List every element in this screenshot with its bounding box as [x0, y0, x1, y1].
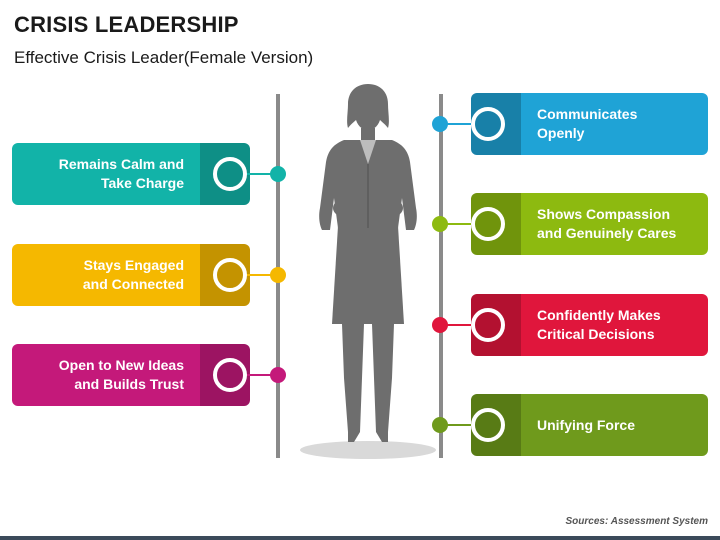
connector-dot: [432, 116, 448, 132]
trait-label-line2: Openly: [537, 125, 585, 141]
female-leader-silhouette-icon: [300, 84, 436, 459]
trait-label-line2: and Genuinely Cares: [537, 225, 677, 241]
trait-card-body: Stays Engaged and Connected: [12, 244, 200, 306]
trait-card-body: Shows Compassion and Genuinely Cares: [521, 193, 708, 255]
trait-card-compassion: Shows Compassion and Genuinely Cares: [430, 193, 720, 255]
connector-dot: [270, 367, 286, 383]
ring-icon: [213, 258, 247, 292]
connector-dot: [270, 166, 286, 182]
trait-label-line2: and Connected: [82, 276, 184, 292]
ring-icon: [213, 157, 247, 191]
connector-line: [444, 324, 486, 326]
trait-label-line1: Unifying Force: [537, 416, 636, 433]
page-title: CRISIS LEADERSHIP: [14, 12, 239, 37]
source-note: Sources: Assessment System: [565, 516, 708, 527]
trait-label-line2: and Builds Trust: [74, 376, 184, 392]
trait-card-engaged: Stays Engaged and Connected: [0, 244, 290, 306]
footer-bar: [0, 536, 720, 540]
connector-line: [444, 424, 486, 426]
trait-card-open-ideas: Open to New Ideas and Builds Trust: [0, 344, 290, 406]
connector-dot: [432, 317, 448, 333]
page-subtitle: Effective Crisis Leader(Female Version): [14, 48, 314, 67]
connector-line: [444, 123, 486, 125]
trait-card-body: Unifying Force: [521, 394, 708, 456]
connector-dot: [270, 267, 286, 283]
ring-icon: [213, 358, 247, 392]
ring-icon: [471, 408, 505, 442]
connector-line: [247, 374, 279, 376]
trait-label-line1: Open to New Ideas: [58, 357, 184, 373]
ring-icon: [471, 308, 505, 342]
connector-line: [247, 274, 279, 276]
trait-label-line1: Communicates: [537, 106, 638, 122]
connector-line: [247, 173, 279, 175]
trait-label-line2: Critical Decisions: [537, 326, 655, 342]
trait-label-line1: Shows Compassion: [537, 206, 671, 222]
trait-label-line2: Take Charge: [101, 175, 184, 191]
trait-label-line1: Remains Calm and: [58, 156, 184, 172]
trait-label-line1: Stays Engaged: [83, 257, 184, 273]
connector-dot: [432, 417, 448, 433]
connector-dot: [432, 216, 448, 232]
ring-icon: [471, 207, 505, 241]
ring-icon: [471, 107, 505, 141]
right-timeline-bar: [439, 94, 443, 458]
connector-line: [444, 223, 486, 225]
trait-card-body: Open to New Ideas and Builds Trust: [12, 344, 200, 406]
trait-card-unifying: Unifying Force: [430, 394, 720, 456]
trait-label-line1: Confidently Makes: [537, 307, 661, 323]
